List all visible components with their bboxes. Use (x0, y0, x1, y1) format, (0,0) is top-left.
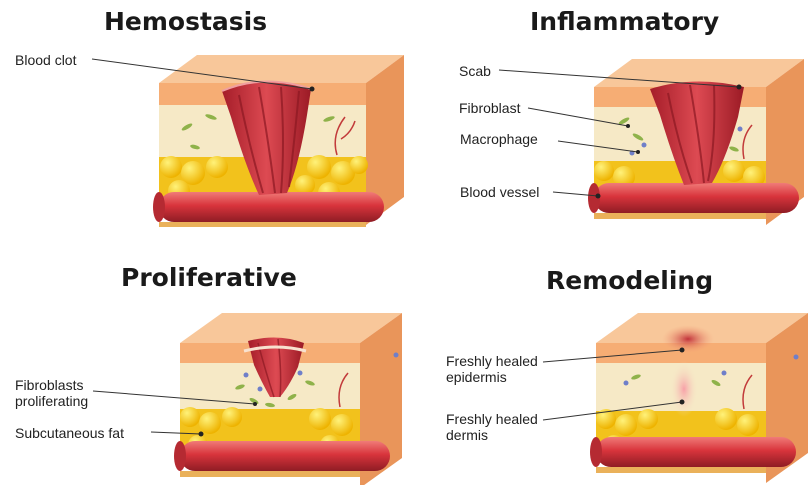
label-fibroblasts-line1: Fibroblasts (15, 377, 88, 393)
label-freshly-healed-dermis: Freshly healed dermis (446, 411, 538, 443)
label-blood-vessel: Blood vessel (460, 184, 539, 200)
label-subcutaneous-fat: Subcutaneous fat (15, 425, 124, 441)
skin-block-proliferative (174, 313, 402, 485)
label-dermis-line2: dermis (446, 427, 538, 443)
label-fibroblasts-proliferating: Fibroblasts proliferating (15, 377, 88, 409)
label-epidermis-line2: epidermis (446, 369, 538, 385)
label-blood-clot: Blood clot (15, 52, 76, 68)
label-scab: Scab (459, 63, 491, 79)
label-dermis-line1: Freshly healed (446, 411, 538, 427)
skin-block-hemostasis (153, 55, 404, 227)
label-fibroblasts-line2: proliferating (15, 393, 88, 409)
healed-epidermis-mark (662, 325, 714, 353)
label-fibroblast: Fibroblast (459, 100, 520, 116)
label-macrophage: Macrophage (460, 131, 538, 147)
blood-vessel (159, 192, 384, 222)
epidermis-top-surface (159, 55, 404, 83)
label-freshly-healed-epidermis: Freshly healed epidermis (446, 353, 538, 385)
healed-dermis-mark (670, 361, 698, 417)
label-epidermis-line1: Freshly healed (446, 353, 538, 369)
skin-block-remodeling (590, 313, 808, 483)
